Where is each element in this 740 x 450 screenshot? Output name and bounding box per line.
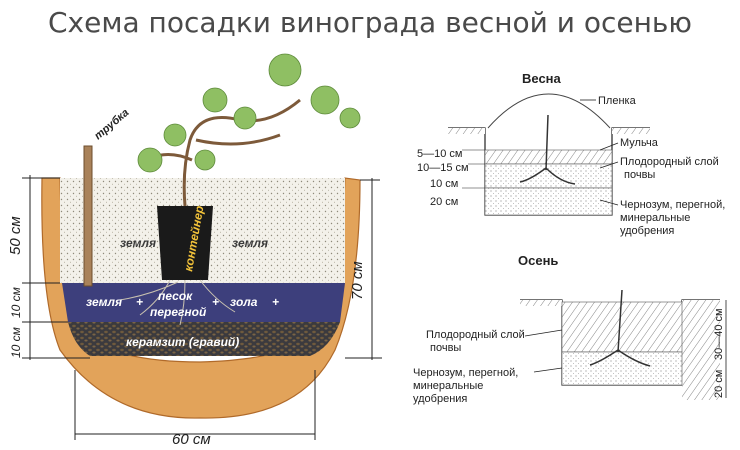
soil-right-label: земля: [232, 236, 268, 250]
autumn-fertile-layer: [561, 301, 683, 353]
spring-mulch-label: Мульча: [620, 137, 659, 149]
spring-seedling: [519, 114, 576, 185]
spring-ground-left: [448, 128, 485, 134]
mix-soil-label: земля: [86, 295, 122, 309]
spring-mulch-layer: [484, 149, 613, 165]
pit-section: трубка контейнер земля земля земля + пес…: [7, 53, 382, 448]
vine-leaves: [137, 53, 361, 173]
spring-fertile-label: Плодородный слой: [620, 156, 719, 168]
drainage-layer: [68, 322, 340, 356]
autumn-fertile-label-2: почвы: [430, 342, 461, 354]
soil-left-label: земля: [120, 236, 156, 250]
spring-depth-1: 5—10 см: [417, 148, 462, 160]
spring-humus-layer: [484, 187, 613, 216]
roots: [119, 279, 236, 326]
spring-humus-label-3: удобрения: [620, 225, 674, 237]
page-title: Схема посадки винограда весной и осенью: [48, 6, 692, 39]
tube-label: трубка: [92, 107, 131, 143]
autumn-humus-label-3: удобрения: [413, 393, 467, 405]
autumn-humus-label: Чернозум, перегной,: [413, 367, 518, 379]
mix-sand-label: песок: [158, 289, 193, 303]
autumn-heading: Осень: [518, 253, 558, 268]
dimension-lines: [22, 175, 382, 440]
spring-humus-label-2: минеральные: [620, 212, 690, 224]
drainage-label: керамзит (гравий): [126, 335, 239, 349]
plus-sign-2: +: [212, 295, 219, 309]
dim-60-label: 60 см: [172, 431, 211, 448]
spring-film-dome: [487, 93, 611, 129]
autumn-seedling: [589, 289, 651, 367]
autumn-depth-1: 30—40 см: [713, 308, 725, 360]
dim-70-label: 70 см: [349, 261, 366, 300]
spring-depth-2: 10—15 см: [417, 162, 469, 174]
dim-10b-label: 10 см: [9, 327, 23, 358]
spring-depth-4: 20 см: [430, 196, 458, 208]
nutrient-layer: [62, 283, 345, 322]
spring-section: Весна Пленка Мульча Плодородный слой поч…: [417, 71, 725, 237]
spring-fertile-layer: [484, 163, 613, 189]
spring-humus-label: Чернозум, перегной,: [620, 199, 725, 211]
tube: [83, 145, 93, 287]
plus-sign-1: +: [136, 295, 143, 309]
spring-film-label: Пленка: [598, 95, 637, 107]
spring-ground-right: [612, 128, 650, 134]
dim-10a-label: 10 см: [9, 287, 23, 318]
dim-50-label: 50 см: [7, 216, 24, 255]
spring-heading: Весна: [522, 71, 562, 86]
autumn-humus-layer: [561, 351, 683, 386]
mix-humus-label: перегной: [150, 305, 207, 319]
mix-ash-label: зола: [230, 295, 258, 309]
plus-sign-3: +: [272, 295, 279, 309]
autumn-depth-2: 20 см: [713, 370, 725, 398]
autumn-fertile-label: Плодородный слой: [426, 329, 525, 341]
autumn-ground-left: [520, 300, 562, 306]
spring-depth-3: 10 см: [430, 178, 458, 190]
autumn-humus-label-2: минеральные: [413, 380, 483, 392]
container: [157, 206, 213, 280]
spring-fertile-label-2: почвы: [624, 169, 655, 181]
autumn-ground-right: [682, 300, 720, 400]
autumn-section: Осень Плодородный слой почвы Чернозум, п…: [413, 253, 727, 405]
